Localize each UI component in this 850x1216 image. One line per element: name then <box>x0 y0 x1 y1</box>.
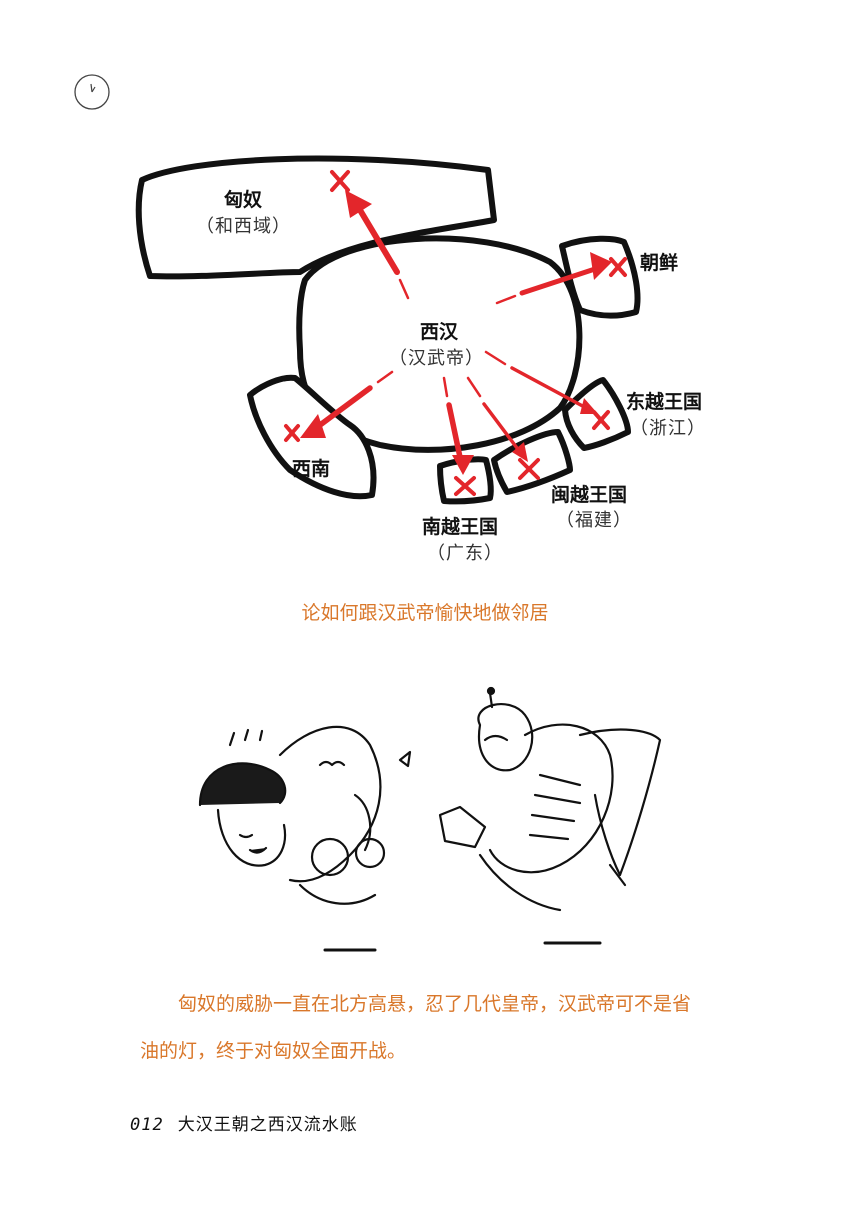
clock-icon <box>74 74 110 110</box>
region-minyue-shape <box>491 429 573 495</box>
han-soldier-figure <box>438 686 662 945</box>
label-minyue-sub: （福建） <box>556 510 632 531</box>
region-xihan-shape <box>296 235 583 453</box>
page-footer: 012 大汉王朝之西汉流水账 <box>130 1110 358 1135</box>
label-dongyue: 东越王国 <box>626 391 703 413</box>
region-nanyue-shape <box>437 456 494 505</box>
page-number: 012 <box>130 1115 164 1135</box>
label-xihan-sub: （汉武帝） <box>389 348 484 369</box>
label-chaoxian: 朝鲜 <box>640 252 679 274</box>
label-nanyue: 南越王国 <box>422 516 499 538</box>
label-xihan: 西汉 <box>420 321 459 343</box>
book-title: 大汉王朝之西汉流水账 <box>177 1115 358 1135</box>
label-dongyue-sub: （浙江） <box>630 418 706 439</box>
illustration <box>198 686 662 952</box>
map-caption: 论如何跟汉武帝愉快地做邻居 <box>301 602 549 624</box>
label-xinan: 西南 <box>292 458 331 480</box>
xiongnu-figure <box>198 725 412 952</box>
label-xiongnu: 匈奴 <box>224 189 263 211</box>
paragraph-line-1: 匈奴的威胁一直在北方高悬，忍了几代皇帝，汉武帝可不是省 <box>178 993 692 1015</box>
neighbors-map <box>135 155 641 505</box>
label-minyue: 闽越王国 <box>551 484 628 506</box>
label-nanyue-sub: （广东） <box>427 543 503 564</box>
label-xiongnu-sub: （和西域） <box>196 216 291 237</box>
paragraph-line-2: 油的灯，终于对匈奴全面开战。 <box>140 1040 407 1062</box>
